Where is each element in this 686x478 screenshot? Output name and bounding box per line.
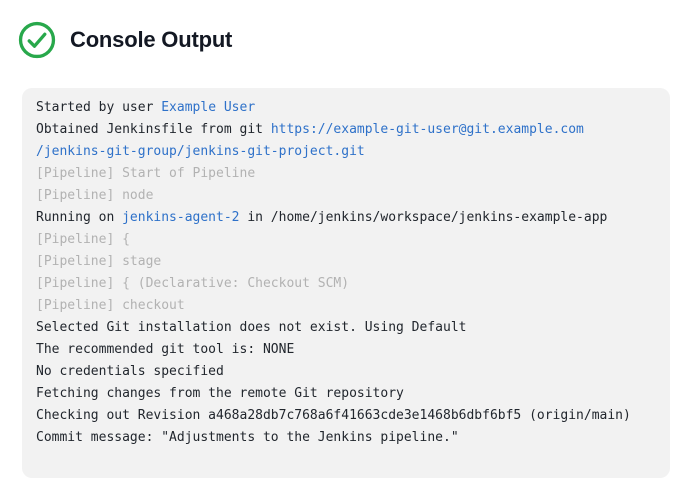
- log-text: Started by user: [36, 100, 162, 115]
- log-text: in /home/jenkins/workspace/jenkins-examp…: [239, 210, 608, 225]
- log-line: Commit message: "Adjustments to the Jenk…: [36, 427, 656, 449]
- log-line: [Pipeline] {: [36, 229, 656, 251]
- log-text: The recommended git tool is: NONE: [36, 342, 295, 357]
- log-line: /jenkins-git-group/jenkins-git-project.g…: [36, 141, 656, 163]
- log-line: [Pipeline] checkout: [36, 295, 656, 317]
- log-text: [Pipeline] {: [36, 232, 130, 247]
- log-text: [Pipeline] { (Declarative: Checkout SCM): [36, 276, 350, 291]
- log-text: [Pipeline] stage: [36, 254, 162, 269]
- console-output-header: Console Output: [0, 0, 686, 66]
- log-text: [Pipeline] node: [36, 188, 154, 203]
- log-link[interactable]: Example User: [161, 100, 256, 115]
- log-line: [Pipeline] { (Declarative: Checkout SCM): [36, 273, 656, 295]
- page-title: Console Output: [70, 26, 233, 52]
- log-text: Checking out Revision a468a28db7c768a6f4…: [36, 408, 631, 423]
- log-text: Commit message: "Adjustments to the Jenk…: [36, 430, 459, 445]
- check-circle-icon: [18, 21, 56, 58]
- log-line: [Pipeline] node: [36, 185, 656, 207]
- log-line: [Pipeline] Start of Pipeline: [36, 163, 656, 185]
- log-link[interactable]: /jenkins-git-group/jenkins-git-project.g…: [36, 144, 365, 159]
- log-link[interactable]: jenkins-agent-2: [122, 210, 240, 225]
- log-line: Selected Git installation does not exist…: [36, 317, 656, 339]
- log-text: [Pipeline] checkout: [36, 298, 185, 313]
- log-text: [Pipeline] Start of Pipeline: [36, 166, 256, 181]
- log-line: Started by user Example User: [36, 97, 656, 119]
- log-line: Obtained Jenkinsfile from git https://ex…: [36, 119, 656, 141]
- log-text: Running on: [36, 210, 123, 225]
- log-text: No credentials specified: [36, 364, 224, 379]
- log-text: Fetching changes from the remote Git rep…: [36, 386, 404, 401]
- log-line: Checking out Revision a468a28db7c768a6f4…: [36, 405, 656, 427]
- log-line: Fetching changes from the remote Git rep…: [36, 383, 656, 405]
- log-link[interactable]: https://example-git-user@git.example.com: [270, 122, 584, 137]
- log-line: The recommended git tool is: NONE: [36, 339, 656, 361]
- log-line: [Pipeline] stage: [36, 251, 656, 273]
- log-text: Selected Git installation does not exist…: [36, 320, 467, 335]
- log-text: Obtained Jenkinsfile from git: [36, 122, 271, 137]
- log-line: Running on jenkins-agent-2 in /home/jenk…: [36, 207, 656, 229]
- log-line: No credentials specified: [36, 361, 656, 383]
